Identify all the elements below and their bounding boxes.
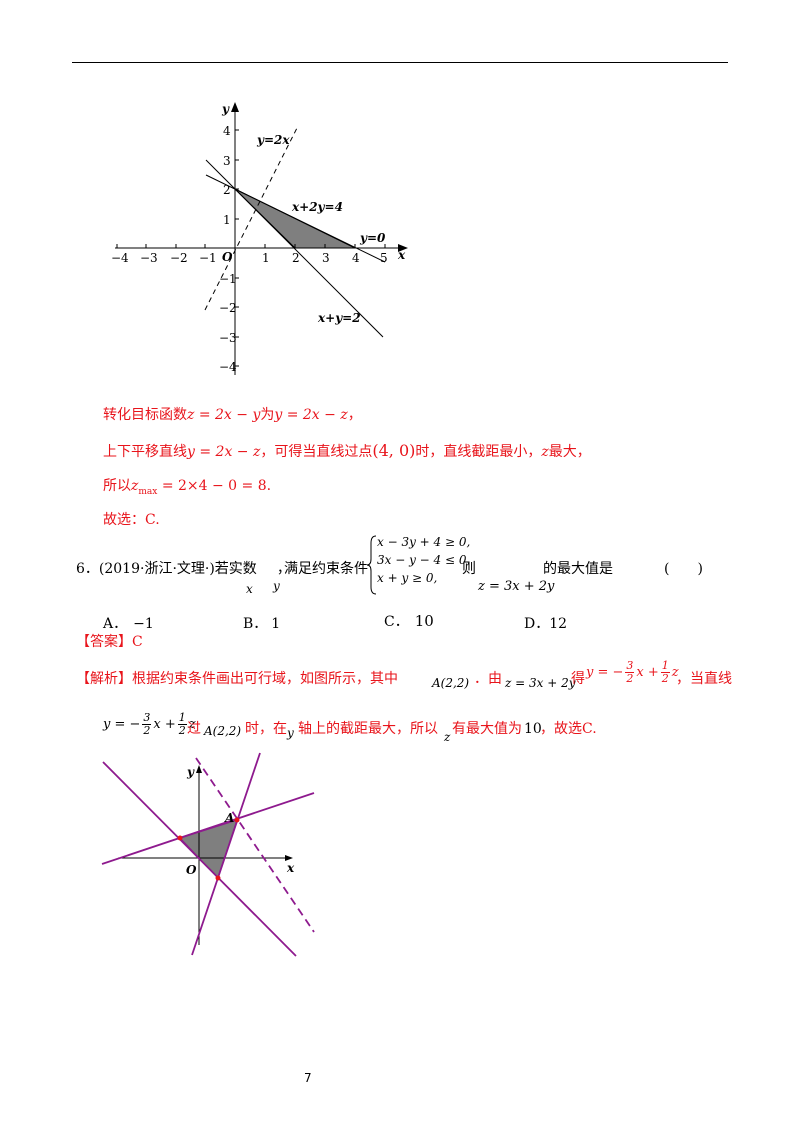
option-c: C．10 (384, 612, 434, 630)
analysis-by: ．由 (474, 671, 502, 687)
x-tick-label: −3 (140, 251, 158, 265)
option-b: B．1 (243, 616, 281, 632)
y-axis-label: y (186, 765, 195, 779)
y-axis-arrow (196, 765, 202, 773)
y-tick-label: −4 (219, 360, 237, 374)
header-rule (72, 62, 728, 63)
solution-line-2: 上下平移直线y = 2x − z，可得当直线过点(4, 0)时，直线截距最小，z… (103, 441, 591, 460)
analysis-get: 得 (571, 671, 585, 687)
objective-line-dashed (195, 757, 315, 933)
label-y-2x: y=2x (256, 133, 290, 147)
line-y-equals-2x (204, 127, 298, 311)
analysis-objective: z = 3x + 2y (505, 676, 576, 690)
y-tick-label: −3 (219, 331, 237, 345)
constraint-system: x − 3y + 4 ≥ 0, 3x − y − 4 ≤ 0, x + y ≥ … (377, 533, 470, 587)
q6-answer-paren: ( ) (664, 561, 703, 577)
analysis-point-a: A(2,2) (432, 676, 470, 690)
answer-line: 【答案】C (76, 634, 143, 650)
x-tick-label: −1 (199, 251, 217, 265)
page-number: 7 (304, 1071, 312, 1085)
x-tick-label: −4 (111, 251, 129, 265)
analysis-ten: 10 (524, 721, 542, 737)
x-tick-label: 4 (352, 251, 360, 265)
q6-then: 则 (462, 561, 476, 577)
q6-stem-start: 6．(2019·浙江·文理·)若实数， (76, 561, 291, 577)
line-x-plus-y-equals-2 (205, 159, 384, 338)
q6-var-x: x (246, 582, 253, 596)
system-brace (367, 535, 377, 595)
x-tick-label: 2 (292, 251, 300, 265)
y-tick-label: −2 (219, 301, 237, 315)
y-axis-arrow (231, 102, 239, 112)
y-tick-label: −1 (219, 272, 237, 286)
line-x-minus-3y-plus-4 (101, 792, 315, 865)
graph-feasible-region-1: −4 −3 −2 −1 1 2 3 4 5 4 3 2 1 −1 −2 −3 −… (111, 102, 408, 375)
label-x-y-2: x+y=2 (317, 311, 361, 325)
analysis-point-a-2: A(2,2) (204, 724, 242, 738)
analysis-z: z (444, 730, 451, 744)
y-tick-label: 3 (223, 154, 231, 168)
point-a-label: A (224, 811, 234, 825)
analysis-through: 过 (187, 721, 201, 737)
x-axis-label: x (286, 861, 295, 875)
x-axis-arrow (398, 244, 408, 252)
solution-line-1: 转化目标函数z = 2x − y为y = 2x − z， (103, 407, 362, 423)
q6-objective: z = 3x + 2y (478, 579, 555, 594)
vertex-left (177, 835, 183, 841)
analysis-end: ，故选C. (540, 721, 597, 737)
x-tick-label: −2 (170, 251, 188, 265)
y-tick-label: 1 (223, 213, 231, 227)
analysis-when: 时，在 (245, 721, 287, 737)
x-axis-label: x (397, 248, 406, 262)
q6-stem-constraints: 满足约束条件 (284, 561, 368, 577)
solution-line-4: 故选：C. (103, 512, 160, 528)
graph-feasible-region-2: x y O A (101, 752, 315, 957)
x-axis-arrow (285, 855, 293, 861)
vertex-bottom (215, 875, 221, 881)
origin-label: O (222, 250, 233, 264)
analysis-intercept: 轴上的截距最大，所以 (298, 721, 438, 737)
solution-line-3: 所以zmax = 2×4 − 0 = 8. (103, 478, 272, 497)
constraint-1: x − 3y + 4 ≥ 0, (377, 535, 471, 549)
label-y-0: y=0 (359, 231, 386, 245)
x-tick-label: 5 (380, 251, 388, 265)
y-tick-label: 2 (223, 183, 231, 197)
analysis-line-1: 【解析】根据约束条件画出可行域，如图所示，其中 (76, 671, 398, 687)
x-tick-label: 3 (322, 251, 330, 265)
y-axis-label: y (221, 102, 230, 116)
analysis-max: 有最大值为 (452, 721, 522, 737)
q6-stem-end: 的最大值是 (543, 561, 613, 577)
analysis-when-line: ，当直线 (676, 671, 732, 687)
x-tick-label: 1 (262, 251, 270, 265)
y-tick-label: 4 (223, 124, 231, 138)
constraint-2: 3x − y − 4 ≤ 0, (377, 553, 471, 567)
option-d: D．12 (524, 616, 568, 632)
option-a: A．−1 (103, 616, 154, 632)
point-a (234, 817, 240, 823)
constraint-3: x + y ≥ 0, (377, 571, 438, 585)
origin-label: O (186, 863, 197, 877)
q6-var-y: y (273, 579, 280, 593)
analysis-y: y (287, 726, 294, 740)
label-x-2y-4: x+2y=4 (291, 200, 343, 214)
